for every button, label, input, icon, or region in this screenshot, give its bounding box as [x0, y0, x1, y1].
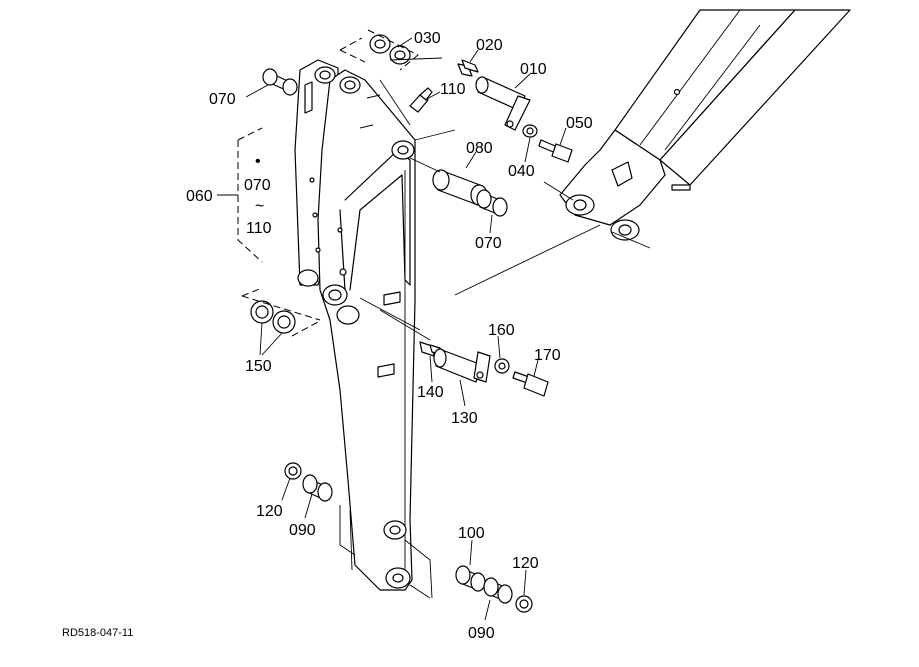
callout-100: 100 — [458, 525, 485, 542]
bushing-090-right — [483, 577, 513, 604]
callout-010: 010 — [520, 61, 547, 78]
washer-120-right — [515, 595, 533, 613]
callout-070-right: 070 — [475, 235, 502, 252]
bushing-100 — [455, 565, 486, 592]
grease-fitting-020 — [457, 59, 479, 77]
callout-040: 040 — [508, 163, 535, 180]
callout-130: 130 — [451, 410, 478, 427]
shim-150 — [250, 300, 296, 334]
washer-160 — [494, 358, 510, 374]
callout-labels: 030 020 010 110 070 050 080 040 060 • 07… — [62, 30, 593, 642]
callout-070-top: 070 — [209, 91, 236, 108]
bushing-070-right — [476, 189, 508, 217]
callout-080: 080 — [466, 140, 493, 157]
callout-020: 020 — [476, 37, 503, 54]
callout-120-right: 120 — [512, 555, 539, 572]
callout-060: 060 — [186, 188, 213, 205]
callout-090-right: 090 — [468, 625, 495, 642]
callout-070-range-start: 070 — [244, 177, 271, 194]
callout-050: 050 — [566, 115, 593, 132]
bolt-050 — [538, 139, 573, 163]
range-tilde: ~ — [255, 198, 264, 215]
arm-body — [294, 59, 416, 591]
pin-130 — [433, 348, 491, 383]
assembly-guide-lines — [237, 29, 601, 599]
boom-assembly — [543, 9, 851, 249]
washer-120-left — [284, 462, 302, 480]
pin-010 — [475, 76, 531, 131]
callout-140: 140 — [417, 384, 444, 401]
callout-110-range-end: 110 — [246, 220, 272, 237]
callout-090-left: 090 — [289, 522, 316, 539]
bushing-090-left — [302, 474, 333, 502]
callout-160: 160 — [488, 322, 515, 339]
bushing-070-top — [262, 68, 298, 96]
grease-fitting-110-top — [409, 87, 433, 113]
callout-110-top: 110 — [440, 81, 466, 98]
washer-040 — [522, 124, 538, 138]
callout-120-left: 120 — [256, 503, 283, 520]
callout-030: 030 — [414, 30, 441, 47]
callout-170: 170 — [534, 347, 561, 364]
callout-150: 150 — [245, 358, 272, 375]
leader-lines — [217, 37, 567, 621]
document-reference: RD518-047-11 — [62, 627, 133, 639]
bolt-170 — [512, 371, 549, 397]
range-dot: • — [255, 153, 261, 170]
